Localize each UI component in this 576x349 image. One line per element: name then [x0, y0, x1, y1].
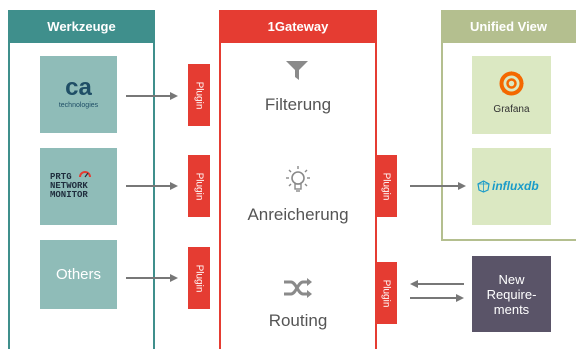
prtg-logo-line2: NETWORK	[50, 181, 88, 191]
shuffle-icon	[284, 278, 312, 298]
new-requirements-box: New Require- ments	[472, 256, 551, 332]
grafana-label: Grafana	[493, 104, 530, 115]
grafana-logo-icon	[499, 71, 524, 96]
prtg-gauge-icon	[79, 171, 91, 178]
influxdb-tile: influxdb	[472, 148, 551, 225]
others-label: Others	[55, 266, 101, 283]
unified-view-column	[441, 10, 576, 241]
plugin-label: Plugin	[193, 81, 205, 109]
new-requirements-line2: Require-	[486, 286, 537, 302]
unified-view-header: Unified View	[441, 10, 576, 43]
prtg-logo-line1: PRTG	[50, 172, 72, 182]
others-tile: Others	[40, 240, 117, 309]
gateway-title: 1Gateway	[267, 19, 329, 34]
new-requirements-line1: New	[498, 271, 525, 287]
plugin-tab-ca: Plugin	[188, 64, 210, 126]
plugin-label: Plugin	[380, 172, 392, 200]
grafana-tile: Grafana	[472, 56, 551, 134]
stage-filterung: Filterung	[264, 95, 332, 114]
werkzeuge-header: Werkzeuge	[8, 10, 155, 43]
plugin-tab-others: Plugin	[188, 247, 210, 309]
werkzeuge-title: Werkzeuge	[47, 19, 116, 34]
prtg-logo-line3: MONITOR	[50, 190, 88, 200]
gateway-header: 1Gateway	[219, 10, 377, 43]
ca-logo: ca	[40, 76, 117, 100]
ca-logo-text: ca	[65, 74, 92, 101]
plugin-label: Plugin	[193, 264, 205, 292]
plugin-tab-prtg: Plugin	[188, 155, 210, 217]
new-requirements-line3: ments	[493, 301, 530, 317]
ca-logo-subtitle: technologies	[58, 102, 99, 109]
ca-technologies-tile: ca technologies	[40, 56, 117, 133]
stage-anreicherung: Anreicherung	[247, 205, 349, 224]
plugin-tab-new-requirements: Plugin	[375, 262, 397, 324]
werkzeuge-column	[8, 10, 155, 349]
influxdb-logo-icon	[477, 180, 490, 193]
plugin-label: Plugin	[380, 279, 392, 307]
prtg-logo: PRTG NETWORK MONITOR	[50, 173, 112, 200]
plugin-label: Plugin	[193, 172, 205, 200]
unified-view-title: Unified View	[469, 19, 548, 34]
prtg-tile: PRTG NETWORK MONITOR	[40, 148, 117, 225]
stage-routing: Routing	[268, 311, 328, 330]
plugin-tab-output: Plugin	[375, 155, 397, 217]
filter-icon	[286, 61, 308, 80]
lightbulb-icon	[286, 166, 310, 192]
influxdb-label: influxdb	[492, 179, 539, 193]
